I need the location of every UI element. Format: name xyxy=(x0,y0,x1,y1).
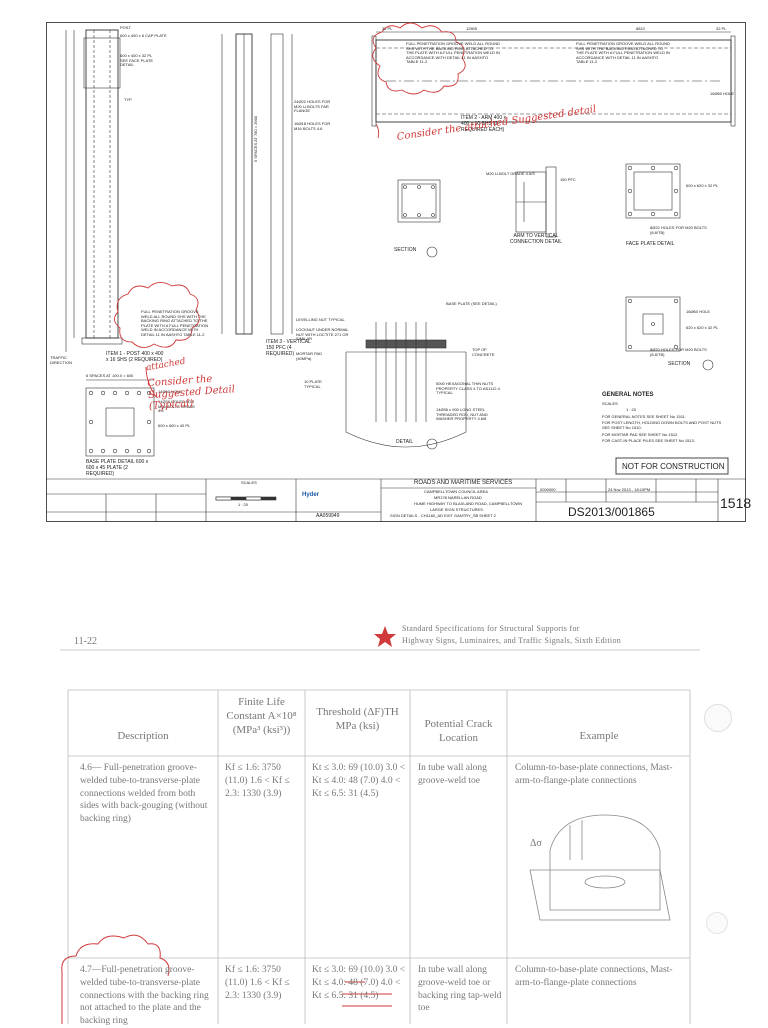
locknut-label: LOCKNUT UNDER NORMAL NUT WITH LOCTITE 27… xyxy=(296,327,349,342)
general-note: FOR CAST-IN PLACE PILES SEE SHEET No 151… xyxy=(602,438,695,443)
engineering-drawing: POST 600 x 400 x 6 CAP PLATE 600 x 400 x… xyxy=(46,22,751,522)
row1-crack: In tube wall along groove-weld toe xyxy=(418,763,487,786)
face-plate-label: FACE PLATE DETAIL xyxy=(626,241,675,247)
sheet-number: 1518 xyxy=(720,495,752,511)
page-number: 11-22 xyxy=(74,636,97,647)
scale-ratio: 1 : 20 xyxy=(626,407,637,412)
base-plate-detail-label: BASE PLATE DETAIL 600 x 600 x 45 PLATE (… xyxy=(86,459,149,477)
general-note: FOR POST LENGTH, HOLDING DOWN BOLTS AND … xyxy=(602,420,722,430)
weld-note: FULL PENETRATION GROOVE WELD ALL ROUND S… xyxy=(406,41,500,65)
col-description: Description xyxy=(117,730,169,742)
section2-label: SECTION xyxy=(668,361,691,367)
cap-plate-label: 600 x 400 x 6 CAP PLATE xyxy=(120,33,167,38)
base-plate-ref: BASE PLATE (SEE DETAIL) xyxy=(446,301,497,306)
spec-table-lines xyxy=(60,626,700,1024)
plate-typ-label: 10 PLATE TYPICAL xyxy=(304,379,322,389)
row1-description: 4.6— Full-penetration groove-welded tube… xyxy=(80,763,208,825)
base-hole-label: 14Ø60 HOLE xyxy=(158,389,183,394)
threaded-rod-label: 14Ø36 x 900 LONG STEEL THREADED ROD, NUT… xyxy=(436,407,488,422)
item3-label: ITEM 3 - VERTICAL 150 PFC (4 REQUIRED) xyxy=(266,339,311,357)
hyder-logo: Hyder xyxy=(302,492,320,498)
spaces-label: 6 SPACES AT 100.0 = 600 xyxy=(86,373,134,378)
base-plate-size: 600 x 600 x 40 PL xyxy=(158,423,191,428)
spaces-dim: 5 SPACES AT 780 = 3900 xyxy=(253,115,258,162)
typ-label: TYP xyxy=(124,97,132,102)
row2-example: Column-to-base-plate connections, Mast-a… xyxy=(515,965,673,988)
punch-hole xyxy=(706,912,728,934)
sign-details: SIGN DETAILS - CH1160_AD EXIT GANTRY_SB … xyxy=(390,513,496,518)
holes-label-2: 8Ø20 HOLES FOR M20 BOLTS (8.8/TB) xyxy=(650,347,707,357)
delta-sigma-label: Δσ xyxy=(530,838,542,849)
row2-constant: Kf ≤ 1.6: 3750 (11.0) 1.6 < Kf ≤ 2.3: 13… xyxy=(225,965,290,1001)
scales-label: SCALES xyxy=(602,401,618,406)
face-plate-size: 600 x 620 x 32 PL xyxy=(686,183,719,188)
dim-label: 12805 xyxy=(466,26,478,31)
row1-example: Column-to-base-plate connections, Mast-a… xyxy=(515,763,673,786)
row2-description: 4.7—Full-penetration groove-welded tube-… xyxy=(80,965,209,1027)
highway: HUME HIGHWAY TO BLAXLAND ROAD, CAMPBELLT… xyxy=(414,501,523,506)
scales-title: SCALES xyxy=(241,480,257,485)
dim-label: 8810 xyxy=(636,26,645,31)
section1-label: SECTION xyxy=(394,247,417,253)
not-for-construction: NOT FOR CONSTRUCTION xyxy=(622,462,725,471)
general-note: FOR MORTAR PAD SEE SHEET No 1512. xyxy=(602,432,679,437)
traffic-direction-label: TRAFFIC DIRECTION xyxy=(50,355,72,365)
u-bolt-holes-label: 24Ø22 HOLES FOR M20 U-BOLTS FAR FLANGE xyxy=(294,99,331,114)
hole-label: 16Ø60 HOLE xyxy=(710,91,735,96)
item1-label: ITEM 1 - POST 400 x 400 x 16 SHS (2 REQU… xyxy=(106,351,164,363)
arm-weld-note: FULL PENETRATION GROOVE WELD ALL ROUND S… xyxy=(576,41,670,65)
pfc-label: 150 PFC xyxy=(560,177,576,182)
row1-constant: Kf ≤ 1.6: 3750 (11.0) 1.6 < Kf ≤ 2.3: 13… xyxy=(225,763,290,799)
bolt-holes-label: 16Ø18 HOLES FOR M16 BOLTS 4.6 xyxy=(294,121,331,131)
road: MR178 NARELLAN ROAD xyxy=(434,495,482,500)
row1-threshold: Kt ≤ 3.0: 69 (10.0) 3.0 < Kt ≤ 4.0: 48 (… xyxy=(312,763,406,799)
project-code: AA059949 xyxy=(316,513,340,519)
top-concrete-label: TOP OF CONCRETE xyxy=(472,347,495,357)
spec-title-line2: Highway Signs, Luminaires, and Traffic S… xyxy=(402,636,622,645)
col-crack-location: Potential Crack Location xyxy=(424,718,493,744)
structure: LARGE SIGN STRUCTURES xyxy=(430,507,483,512)
post-weld-note: FULL PENETRATION GROOVE WELD ALL ROUND S… xyxy=(141,309,209,337)
post-label: POST xyxy=(120,25,131,30)
col-constant: Finite Life Constant A×10⁸ (MPa³ (ksi³)) xyxy=(226,696,297,736)
file-no: 0000000 xyxy=(540,487,556,492)
general-notes-title: GENERAL NOTES xyxy=(602,392,654,398)
spec-title-line1: Standard Specifications for Structural S… xyxy=(402,624,580,633)
general-note: FOR GENERAL NOTES SEE SHEET No 1511. xyxy=(602,414,686,419)
mortar-label: MORTAR PAD (40MPa) xyxy=(296,351,323,361)
col-example: Example xyxy=(579,730,619,742)
drawing-number: DS2013/001865 xyxy=(568,505,655,519)
dim-label: 32 PL xyxy=(382,26,393,31)
u-bolt-label: M20 U-BOLT GRADE 4.6/S xyxy=(486,171,535,176)
col-threshold: Threshold (ΔF)TH MPa (ksi) xyxy=(316,706,399,732)
plot-date: 24 Nov 2013 - 18:10PM xyxy=(608,487,651,492)
face-plate-ref-label: 600 x 400 x 32 PL SEE FACE PLATE DETAIL xyxy=(120,53,154,68)
item2-label: ITEM 2 - ARM 400 x 400 x 10 SHS (2 REQUI… xyxy=(461,115,507,133)
face-holes: 8Ø22 HOLES FOR M20 BOLTS (8.8/TB) xyxy=(650,225,707,235)
levelling-nut-label: LEVELLING NUT TYPICAL xyxy=(296,317,345,322)
base-holes-label: 14Ø36 HOLES FOR M36 BOLTS GRADE 4.6 xyxy=(158,399,196,414)
drawing-linework xyxy=(46,22,746,522)
detail-a-label: DETAIL xyxy=(396,439,414,445)
hole-label-2: 16Ø60 HOLE xyxy=(686,309,711,314)
punch-hole xyxy=(704,704,732,732)
row2-crack: In tube wall along groove-weld toe or ba… xyxy=(418,965,502,1014)
plate-size-2: 620 x 620 x 32 PL xyxy=(686,325,719,330)
authority: ROADS AND MARITIME SERVICES xyxy=(414,480,513,486)
arm-conn-label: ARM TO VERTICAL CONNECTION DETAIL xyxy=(509,233,563,245)
spec-page: 11-22 Standard Specifications for Struct… xyxy=(60,620,760,1026)
row2-threshold: Kt ≤ 3.0: 69 (10.0) 3.0 < Kt ≤ 4.0: 48 (… xyxy=(312,965,406,1001)
dim-label: 32 PL xyxy=(716,26,727,31)
scale-ratio-title: 1 : 20 xyxy=(238,502,249,507)
hex-nuts-label: 5000 HEXAGONAL THIN NUTS PROPERTY CLASS … xyxy=(436,381,500,396)
council: CAMPBELLTOWN COUNCIL AREA xyxy=(424,489,488,494)
